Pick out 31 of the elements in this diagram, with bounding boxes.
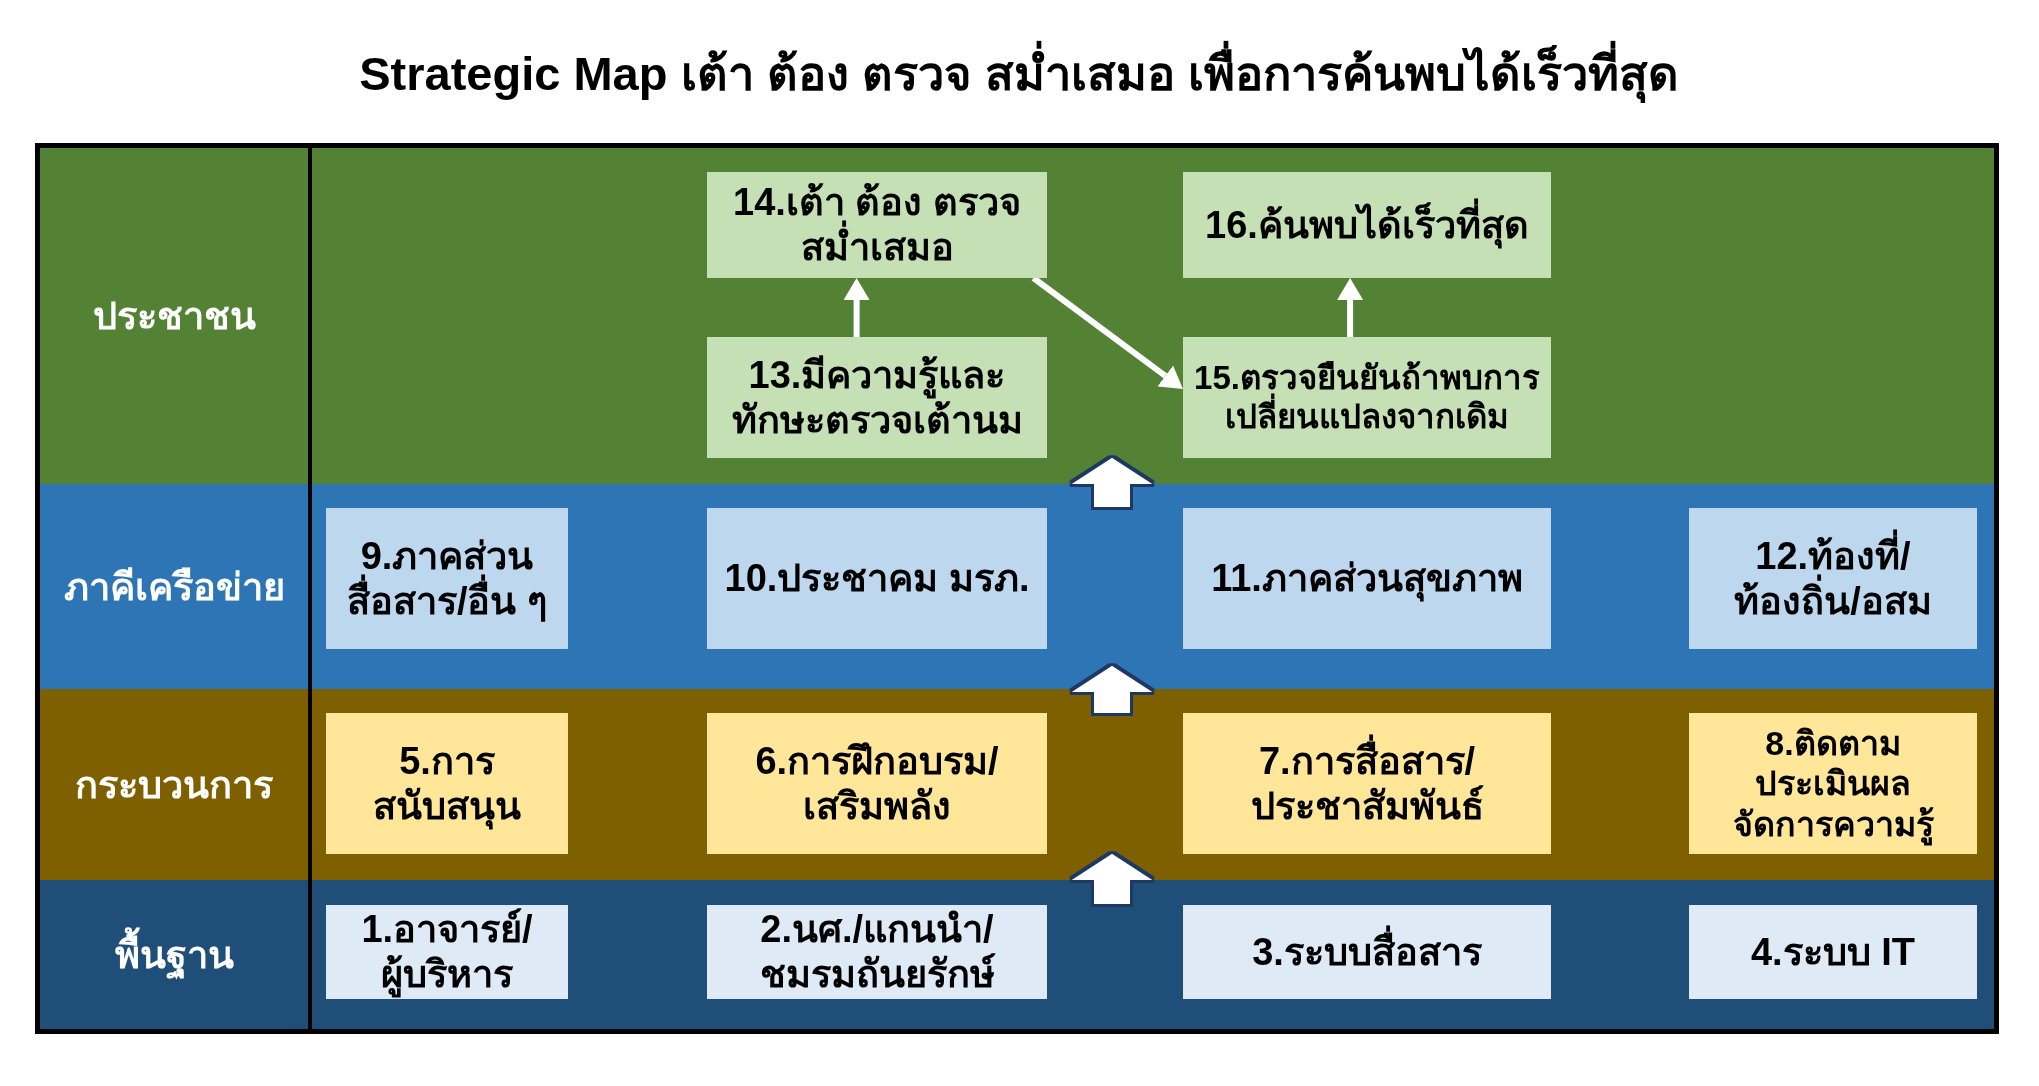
arrow bbox=[1031, 275, 1183, 389]
band-label: กระบวนการ bbox=[75, 762, 273, 808]
layer-band bbox=[40, 689, 1994, 880]
strategy-box: 15.ตรวจยืนยันถ้าพบการเปลี่ยนแปลงจากเดิม bbox=[1183, 337, 1551, 458]
band-label: ภาคีเครือข่าย bbox=[63, 564, 285, 610]
arrow bbox=[843, 278, 870, 337]
strategy-box: 16.ค้นพบได้เร็วที่สุด bbox=[1183, 172, 1551, 278]
layer-band bbox=[40, 148, 1994, 484]
strategy-box: 2.นศ./แกนนำ/ชมรมถันยรักษ์ bbox=[707, 905, 1047, 999]
band-label: ประชาชน bbox=[92, 293, 256, 339]
title: Strategic Map เต้า ต้อง ตรวจ สม่ำเสมอ เพื่อการค้นพบได้เร็วที่สุด bbox=[359, 36, 1679, 112]
block-arrow bbox=[1072, 666, 1152, 713]
strategy-box: 14.เต้า ต้อง ตรวจ สม่ำเสมอ bbox=[707, 172, 1047, 278]
strategy-box: 12.ท้องที่/ท้องถิ่น/อสม bbox=[1689, 508, 1977, 649]
layer-band bbox=[40, 880, 1994, 1029]
strategy-box: 4.ระบบ IT bbox=[1689, 905, 1977, 999]
strategy-box: 10.ประชาคม มรภ. bbox=[707, 508, 1047, 649]
strategy-box: 8.ติดตามประเมินผลจัดการความรู้ bbox=[1689, 713, 1977, 854]
strategy-box: 11.ภาคส่วนสุขภาพ bbox=[1183, 508, 1551, 649]
strategy-box: 13.มีความรู้และทักษะตรวจเต้านม bbox=[707, 337, 1047, 458]
strategy-box: 7.การสื่อสาร/ประชาสัมพันธ์ bbox=[1183, 713, 1551, 854]
strategy-box: 9.ภาคส่วนสื่อสาร/อื่น ๆ bbox=[326, 508, 568, 649]
strategy-box: 3.ระบบสื่อสาร bbox=[1183, 905, 1551, 999]
block-arrow bbox=[1072, 458, 1152, 507]
strategy-box: 6.การฝึกอบรม/เสริมพลัง bbox=[707, 713, 1047, 854]
strategy-box: 1.อาจารย์/ผู้บริหาร bbox=[326, 905, 568, 999]
block-arrow bbox=[1072, 854, 1152, 904]
strategy-box: 5.การสนับสนุน bbox=[326, 713, 568, 854]
band-label: พื้นฐาน bbox=[114, 922, 234, 987]
arrow bbox=[1337, 278, 1364, 337]
layer-band bbox=[40, 484, 1994, 689]
